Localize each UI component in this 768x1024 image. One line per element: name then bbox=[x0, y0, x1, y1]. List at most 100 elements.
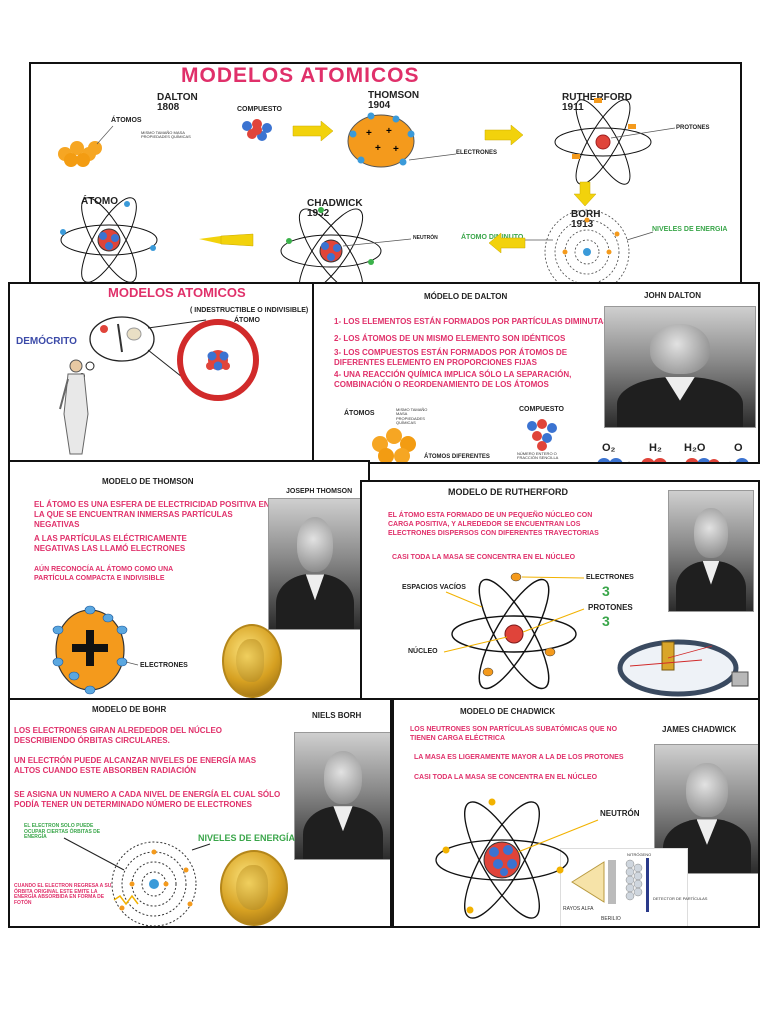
chadwick-experiment: NITRÓGENO DETECTOR DE PARTÍCULAS RAYOS A… bbox=[560, 848, 707, 926]
svg-text:+: + bbox=[726, 457, 734, 464]
dalton-atomos-diferentes: ÁTOMOS DIFERENTES bbox=[424, 454, 490, 460]
chadwick-model bbox=[280, 207, 412, 282]
dalton-compuesto-note: NÚMERO ENTERO O FRACCIÓN SENCILLA bbox=[517, 451, 559, 461]
atomo-diminuto-label: ÁTOMO DIMINUTO bbox=[461, 234, 524, 241]
dalton-portrait bbox=[604, 306, 756, 428]
dalton-atoms-cluster bbox=[58, 141, 102, 167]
svg-text:+: + bbox=[393, 144, 399, 155]
borh-year: 1913 bbox=[571, 219, 594, 230]
neutron-label: NEUTRÓN bbox=[413, 235, 438, 241]
thomson-p2: A LAS PARTÍCULAS ELÉCTRICAMENTE NEGATIVA… bbox=[34, 534, 187, 553]
democrito-atomo-label: ÁTOMO bbox=[234, 317, 260, 324]
svg-text:+: + bbox=[386, 126, 392, 137]
dalton-title: MÓDELO DE DALTON bbox=[424, 292, 508, 301]
chadwick-title: MODELO DE CHADWICK bbox=[460, 707, 556, 716]
democrito-illustration bbox=[59, 316, 259, 455]
dalton-person: JOHN DALTON bbox=[644, 291, 702, 300]
compuesto-label: COMPUESTO bbox=[237, 106, 282, 113]
overview-title: MODELOS ATOMICOS bbox=[181, 64, 420, 87]
thomson-year: 1904 bbox=[368, 100, 391, 111]
dalton-p1: 1- LOS ELEMENTOS ESTÁN FORMADOS POR PART… bbox=[334, 317, 609, 326]
rutherford-model bbox=[554, 98, 676, 185]
dalton-compuesto-label: COMPUESTO bbox=[519, 406, 564, 413]
nitrogeno-label: NITRÓGENO bbox=[627, 852, 652, 857]
rutherford-p2: CASI TODA LA MASA SE CONCENTRA EN EL NÚC… bbox=[392, 554, 576, 561]
overview-diagrams: + + + + bbox=[58, 98, 676, 282]
dalton-eq-h2o: H₂O bbox=[684, 442, 706, 454]
chadwick-p3: CASI TODA LA MASA SE CONCENTRA EN EL NÚC… bbox=[414, 774, 598, 781]
rutherford-name: RUTHERFORD bbox=[562, 92, 632, 103]
dalton-eq-o: O bbox=[734, 442, 743, 454]
bohr-p1: LOS ELECTRONES GIRAN ALREDEDOR DEL NÚCLE… bbox=[14, 726, 223, 745]
thomson-person: JOSEPH THOMSON bbox=[286, 488, 353, 495]
svg-text:=: = bbox=[669, 457, 677, 464]
chadwick-name: CHADWICK bbox=[307, 198, 363, 209]
espacios-vacios-label: ESPACIOS VACÍOS bbox=[402, 584, 466, 591]
rutherford-electrones-label: ELECTRONES bbox=[586, 574, 634, 581]
bohr-panel: MODELO DE BOHR NIELS BORH LOS ELECTRONES… bbox=[8, 698, 392, 928]
dalton-eq-o2: O₂ bbox=[602, 442, 616, 454]
chadwick-person: JAMES CHADWICK bbox=[662, 725, 737, 734]
rutherford-protones-count: 3 bbox=[602, 613, 610, 629]
rutherford-title: MODELO DE RUTHERFORD bbox=[448, 487, 568, 497]
bohr-model-large bbox=[63, 837, 211, 926]
chadwick-p2: LA MASA ES LIGERAMENTE MAYOR A LA DE LOS… bbox=[414, 754, 624, 761]
thomson-portrait bbox=[268, 498, 362, 630]
detector-label: DETECTOR DE PARTÍCULAS bbox=[653, 896, 708, 901]
thomson-title: MODELO DE THOMSON bbox=[102, 477, 194, 486]
overview-panel: MODELOS ATOMICOS DALTON 1808 ÁTOMOS MISM… bbox=[29, 62, 742, 284]
dalton-name: DALTON bbox=[157, 92, 198, 103]
rutherford-protones-label: PROTONES bbox=[588, 603, 633, 612]
dalton-compuesto-molecule bbox=[527, 419, 557, 451]
berilio-label: BERILIO bbox=[601, 916, 621, 922]
compuesto-molecule bbox=[242, 119, 272, 141]
bohr-portrait bbox=[294, 732, 390, 860]
democrito-label: DEMÓCRITO bbox=[16, 336, 77, 347]
rutherford-panel: MODELO DE RUTHERFORD EL ÁTOMO ESTA FORMA… bbox=[360, 480, 760, 702]
dalton-p3: 3- LOS COMPUESTOS ESTÁN FORMADOS POR ÁTO… bbox=[334, 348, 568, 367]
dalton-illustration: + = + bbox=[372, 419, 749, 464]
thomson-model: + + + + bbox=[347, 112, 457, 168]
thomson-p1: EL ÁTOMO ES UNA ESFERA DE ELECTRICIDAD P… bbox=[34, 500, 270, 529]
chadwick-model-large bbox=[435, 798, 649, 919]
bohr-p2: UN ELECTRÓN PUEDE ALCANZAR NIVELES DE EN… bbox=[14, 756, 257, 775]
dalton-atomos-note: MISMO TAMAÑO MASA PROPIEDADES QUÍMICAS bbox=[396, 407, 428, 426]
bohr-title: MODELO DE BOHR bbox=[92, 705, 167, 714]
electrones-label: ELECTRONES bbox=[456, 150, 498, 156]
indestructible-label: ( INDESTRUCTIBLE O INDIVISIBLE) bbox=[190, 307, 309, 314]
rutherford-electrones-count: 3 bbox=[602, 583, 610, 599]
democrito-title: MODELOS ATOMICOS bbox=[108, 285, 246, 300]
rayos-alfa-label: RAYOS ALFA bbox=[563, 906, 594, 912]
chadwick-panel: MODELO DE CHADWICK JAMES CHADWICK LOS NE… bbox=[392, 698, 760, 928]
thomson-model-large bbox=[52, 605, 139, 695]
chadwick-p1: LOS NEUTRONES SON PARTÍCULAS SUBATÓMICAS… bbox=[410, 726, 618, 742]
svg-text:+: + bbox=[366, 128, 372, 139]
dalton-p2: 2- LOS ÁTOMOS DE UN MISMO ELEMENTO SON I… bbox=[334, 334, 566, 343]
generic-atom bbox=[60, 197, 158, 282]
nobel-medal bbox=[222, 624, 282, 698]
reaction-equation: + = + bbox=[597, 457, 749, 464]
thomson-name: THOMSON bbox=[368, 90, 420, 101]
svg-text:+: + bbox=[375, 143, 381, 154]
bohr-person: NIELS BORH bbox=[312, 711, 362, 720]
borh-name: BORH bbox=[571, 209, 601, 220]
dalton-eq-h2: H₂ bbox=[649, 442, 662, 454]
svg-text:+: + bbox=[625, 457, 633, 464]
rutherford-p1: EL ÁTOMO ESTA FORMADO DE UN PEQUEÑO NÚCL… bbox=[388, 512, 599, 537]
niveles-label: NIVELES DE ENERGIA bbox=[652, 226, 728, 233]
dalton-atoms-cluster bbox=[372, 428, 416, 462]
thomson-electrones-label: ELECTRONES bbox=[140, 662, 188, 669]
chadwick-neutron-label: NEUTRÓN bbox=[600, 809, 640, 818]
bohr-p3: SE ASIGNA UN NUMERO A CADA NIVEL DE ENER… bbox=[14, 790, 281, 809]
bohr-note1: EL ELECTRON SOLO PUEDE OCUPAR CIERTAS ÓR… bbox=[24, 823, 101, 840]
atomo-label: ÁTOMO bbox=[81, 196, 119, 207]
bohr-niveles-label: NIVELES DE ENERGÍA bbox=[198, 833, 296, 843]
dalton-p4: 4- UNA REACCIÓN QUÍMICA IMPLICA SÓLO LA … bbox=[334, 370, 572, 389]
nucleo-label: NÚCLEO bbox=[408, 648, 438, 655]
thomson-panel: MODELO DE THOMSON JOSEPH THOMSON EL ÁTOM… bbox=[8, 460, 370, 700]
bohr-model bbox=[521, 209, 654, 282]
protones-label: PROTONES bbox=[676, 125, 710, 131]
bohr-note2: CUANDO EL ELECTRON REGRESA A SU ÓRBITA O… bbox=[14, 883, 112, 906]
democrito-panel: MODELOS ATOMICOS DEMÓCRITO ( INDESTRUCTI… bbox=[8, 282, 320, 464]
dalton-atomos-label: ÁTOMOS bbox=[344, 410, 375, 417]
